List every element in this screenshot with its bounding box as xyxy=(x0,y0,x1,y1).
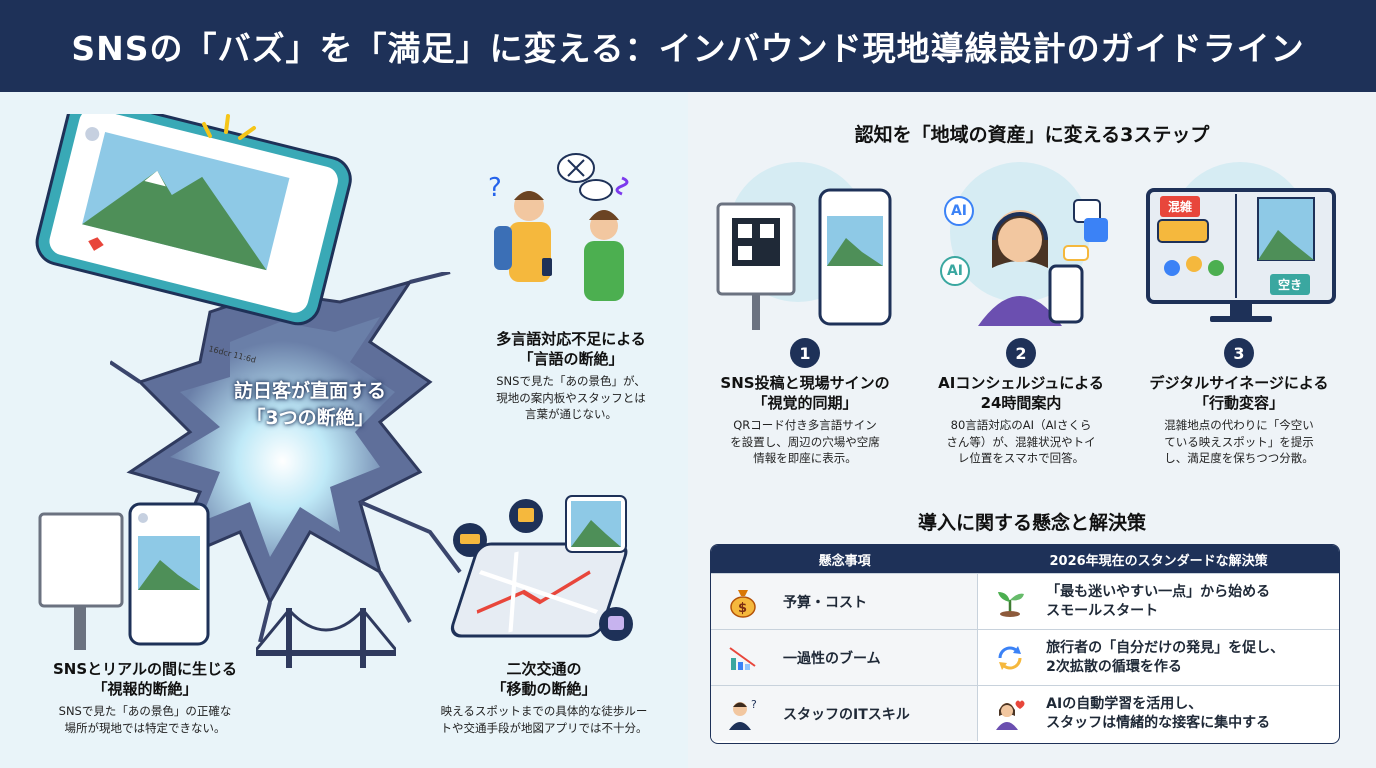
svg-text:$: $ xyxy=(738,601,747,616)
solution-line1: AIの自動学習を活用し、 xyxy=(1046,695,1203,712)
ai-bubble-top: AI xyxy=(944,196,974,226)
svg-text:?: ? xyxy=(488,173,502,203)
staff-heart-icon xyxy=(992,696,1028,732)
step2-body1: 80言語対応のAI（AIさくら xyxy=(950,418,1092,432)
visual-gap-body1: SNSで見た「あの景色」の正確な xyxy=(58,704,232,718)
step2-title1: AIコンシェルジュによる xyxy=(938,374,1104,392)
smartphone-illustration xyxy=(35,114,352,326)
left-panel: 訪日客が直面する 「3つの断絶」 16dcr 11:6d ? xyxy=(0,92,688,768)
transport-gap-body2: トや交通手段が地図アプリでは不十分。 xyxy=(440,720,648,735)
transport-gap-title2: 「移動の断絶」 xyxy=(491,679,597,698)
solution-line2: スタッフは情緒的な接客に集中する xyxy=(1046,714,1271,731)
bridge-icon xyxy=(256,607,396,668)
qr-sign-phone-illustration xyxy=(716,188,892,330)
concerns-table: 懸念事項 2026年現在のスタンダードな解決策 $ 予算・コスト 「最も迷いやす… xyxy=(710,544,1340,744)
visual-gap-title1: SNSとリアルの間に生じる xyxy=(52,660,237,678)
step1-body2: を設置し、周辺の穴場や空席 xyxy=(730,434,880,449)
money-bag-icon: $ xyxy=(725,584,761,620)
staff-question-icon: ? xyxy=(725,696,761,732)
step1-body1: QRコード付き多言語サイン xyxy=(733,418,877,432)
language-gap-body1: SNSで見た「あの景色」が、 xyxy=(496,374,646,388)
step2-title2: 24時間案内 xyxy=(980,393,1062,412)
step3-title2: 「行動変容」 xyxy=(1193,393,1284,412)
busy-sign-label: 混雑 xyxy=(1160,196,1201,217)
step1-title1: SNS投稿と現場サインの xyxy=(720,374,890,392)
step3-body3: し、満足度を保ちつつ分散。 xyxy=(1164,451,1314,466)
visual-gap-body2: 場所が現地では特定できない。 xyxy=(64,720,226,735)
language-gap-title2: 「言語の断絶」 xyxy=(518,349,624,368)
language-gap-body3: 言葉が通じない。 xyxy=(525,407,617,422)
signboard-phone-illustration xyxy=(38,502,210,650)
visual-gap-title2: 「視報的断絶」 xyxy=(92,679,198,698)
step3-body1: 混雑地点の代わりに「今空い xyxy=(1164,418,1314,432)
solution-line1: 「最も迷いやすい一点」から始める xyxy=(1046,583,1271,600)
table-row: ? スタッフのITスキル AIの自動学習を活用し、 スタッフは情緒的な接客に集中… xyxy=(711,685,1339,741)
concerns-title: 導入に関する懸念と解決策 xyxy=(917,512,1146,534)
svg-text:?: ? xyxy=(751,698,757,711)
header-bar: SNSの「バズ」を「満足」に変える：インバウンド現地導線設計のガイドライン xyxy=(0,0,1376,92)
ai-bubble-bottom: AI xyxy=(940,256,970,286)
center-label-line1: 訪日客が直面する xyxy=(233,380,386,402)
people-confused-illustration: ? xyxy=(488,153,629,301)
table-row: $ 予算・コスト 「最も迷いやすい一点」から始める スモールスタート xyxy=(711,573,1339,629)
right-panel: 認知を「地域の資産」に変える3ステップ 1 SNS投稿と現場サインの 「視覚的同… xyxy=(688,92,1376,768)
table-header: 懸念事項 2026年現在のスタンダードな解決策 xyxy=(711,545,1339,573)
alert-lines-icon xyxy=(202,114,256,140)
concern-label: スタッフのITスキル xyxy=(783,706,910,723)
step1-number: 1 xyxy=(790,338,820,368)
solution-line2: スモールスタート xyxy=(1046,602,1159,619)
transport-gap-body1: 映えるスポットまでの具体的な徒歩ルー xyxy=(440,704,648,718)
solution-line1: 旅行者の「自分だけの発見」を促し、 xyxy=(1046,639,1285,656)
step1-title2: 「視覚的同期」 xyxy=(752,393,858,412)
free-sign-label: 空き xyxy=(1270,274,1311,295)
map-phone-illustration xyxy=(450,495,633,641)
step2-body2: さん等）が、混雑状況やトイ xyxy=(946,434,1096,449)
header-solution: 2026年現在のスタンダードな解決策 xyxy=(1049,553,1268,569)
language-gap-body2: 現地の案内板やスタッフとは xyxy=(496,390,646,405)
steps-title: 認知を「地域の資産」に変える3ステップ xyxy=(854,124,1210,146)
header-concern: 懸念事項 xyxy=(818,553,871,569)
step3-title1: デジタルサイネージによる xyxy=(1149,374,1329,392)
step2-number: 2 xyxy=(1006,338,1036,368)
language-gap-title1: 多言語対応不足による xyxy=(496,330,646,348)
step3-number: 3 xyxy=(1224,338,1254,368)
concern-label: 予算・コスト xyxy=(783,594,867,611)
cycle-arrows-icon xyxy=(992,640,1028,676)
seedling-icon xyxy=(992,584,1028,620)
table-row: 一過性のブーム 旅行者の「自分だけの発見」を促し、 2次拡散の循環を作る xyxy=(711,629,1339,685)
step2-body3: レ位置をスマホで回答。 xyxy=(957,451,1085,466)
center-label-line2: 「3つの断絶」 xyxy=(246,406,374,429)
declining-chart-icon xyxy=(725,640,761,676)
step3-body2: ている映えスポット」を提示 xyxy=(1164,434,1314,449)
transport-gap-title1: 二次交通の xyxy=(506,660,582,678)
concern-label: 一過性のブーム xyxy=(783,650,881,667)
step1-body3: 情報を即座に表示。 xyxy=(753,451,857,466)
page-title: SNSの「バズ」を「満足」に変える：インバウンド現地導線設計のガイドライン xyxy=(71,29,1305,68)
solution-line2: 2次拡散の循環を作る xyxy=(1046,658,1182,675)
ai-concierge-illustration xyxy=(978,199,1108,326)
